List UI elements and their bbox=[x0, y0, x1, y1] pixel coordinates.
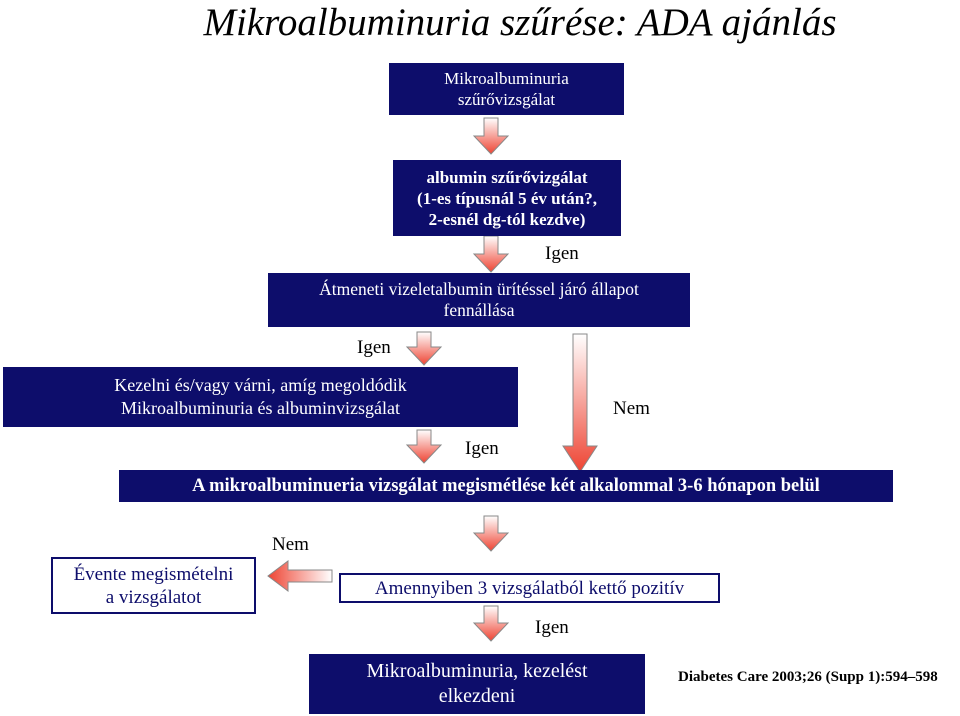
albumin-test-line-2: (1-es típusnál 5 év után?, bbox=[417, 188, 597, 208]
albumin-test-box: albumin szűrővizgálat (1-es típusnál 5 é… bbox=[393, 160, 621, 236]
yearly-line-1: Évente megismételni bbox=[73, 563, 234, 585]
label-yes-3: Igen bbox=[465, 438, 499, 459]
yearly-box: Évente megismételni a vizsgálatot bbox=[51, 557, 256, 614]
label-no-1: Nem bbox=[613, 398, 650, 419]
arrow-down-4 bbox=[405, 429, 443, 464]
treat-wait-line-1: Kezelni és/vagy várni, amíg megoldódik bbox=[114, 375, 407, 395]
arrow-left bbox=[267, 560, 333, 592]
screening-box: Mikroalbuminuria szűrővizsgálat bbox=[389, 63, 624, 115]
diagnosis-box: Mikroalbuminuria, kezelést elkezdeni bbox=[309, 654, 645, 714]
label-yes-2: Igen bbox=[357, 337, 391, 358]
arrow-down-long bbox=[562, 333, 598, 473]
label-yes-4: Igen bbox=[535, 617, 569, 638]
albumin-test-line-3: 2-esnél dg-tól kezdve) bbox=[428, 209, 586, 229]
transient-line-1: Átmeneti vizeletalbumin ürítéssel járó á… bbox=[319, 279, 639, 299]
two-of-three-line-1: Amennyiben 3 vizsgálatból kettő pozitív bbox=[374, 577, 685, 599]
citation: Diabetes Care 2003;26 (Supp 1):594–598 bbox=[678, 669, 938, 685]
two-of-three-box: Amennyiben 3 vizsgálatból kettő pozitív bbox=[339, 573, 720, 603]
arrow-down-3 bbox=[405, 331, 443, 366]
arrow-down-5 bbox=[472, 515, 510, 552]
transient-box: Átmeneti vizeletalbumin ürítéssel járó á… bbox=[268, 273, 690, 327]
repeat-line-1: A mikroalbuminueria vizsgálat megismétlé… bbox=[192, 475, 820, 496]
arrow-down-1 bbox=[472, 117, 510, 155]
arrow-down-6 bbox=[472, 605, 510, 642]
albumin-test-line-1: albumin szűrővizgálat bbox=[426, 167, 588, 187]
page-title: Mikroalbuminuria szűrése: ADA ajánlás bbox=[203, 1, 837, 44]
screening-line-1: Mikroalbuminuria bbox=[444, 69, 569, 88]
treat-wait-line-2: Mikroalbuminuria és albuminvizsgálat bbox=[121, 398, 400, 418]
diagnosis-line-2: elkezdeni bbox=[438, 685, 516, 707]
treat-wait-box: Kezelni és/vagy várni, amíg megoldódik M… bbox=[3, 367, 518, 427]
diagnosis-line-1: Mikroalbuminuria, kezelést bbox=[366, 660, 588, 682]
screening-line-2: szűrővizsgálat bbox=[457, 90, 556, 109]
yearly-line-2: a vizsgálatot bbox=[105, 586, 202, 608]
arrow-down-2 bbox=[472, 235, 510, 273]
transient-line-2: fennállása bbox=[443, 300, 515, 320]
label-no-2: Nem bbox=[272, 534, 309, 555]
label-yes-1: Igen bbox=[545, 243, 579, 264]
repeat-box: A mikroalbuminueria vizsgálat megismétlé… bbox=[119, 470, 893, 502]
